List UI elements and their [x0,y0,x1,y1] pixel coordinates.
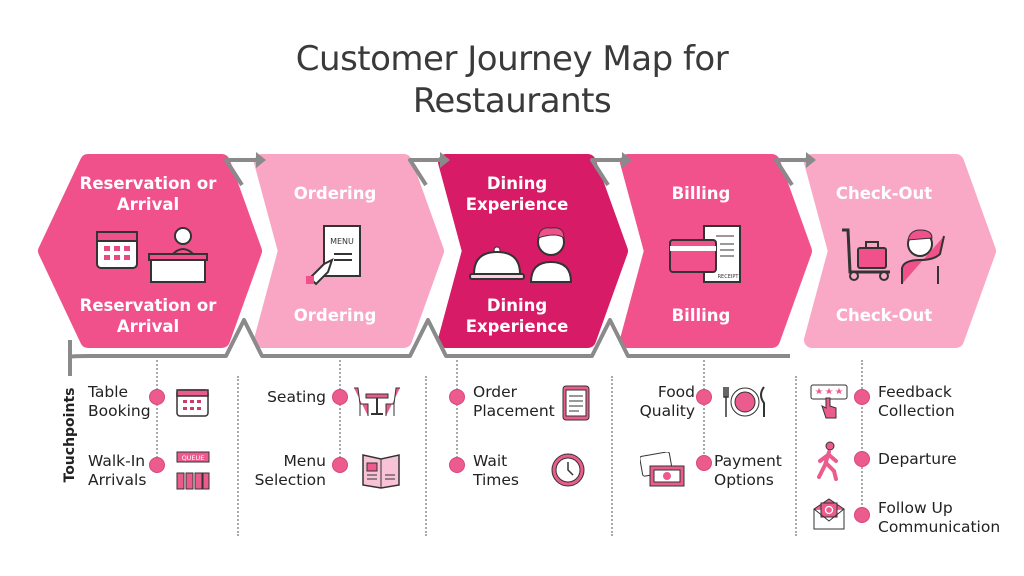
touchpoint-dot [854,451,870,467]
touchpoint-dot [332,457,348,473]
touchpoint-walk-in-arrivals: Walk-In Arrivals [88,452,147,489]
timeline-line [456,360,458,470]
timeline-line [339,360,341,470]
stage-1-title: Reservation or Arrival [79,174,217,214]
touchpoint-dot [449,457,465,473]
clock-icon [551,453,585,487]
page-title: Customer Journey Map for Restaurants [0,38,1024,122]
diner-icon [529,227,573,283]
touchpoint-dot [149,457,165,473]
touchpoint-food-quality: Food Quality [639,383,695,420]
touchpoint-payment-options: Payment Options [714,452,782,489]
timeline-line [703,360,705,466]
luggage-cart-icon [842,228,890,281]
touchpoint-order-placement: Order Placement [473,383,555,420]
touchpoint-dot [149,389,165,405]
plate-icon [723,386,765,417]
cloche-icon [469,246,525,280]
touchpoint-follow-up-communication: Follow Up Communication [878,499,1001,536]
receptionist-icon [148,227,208,283]
walking-icon [817,441,838,481]
stage-3-title: Dining Experience [465,174,569,214]
touchpoint-dot [854,389,870,405]
waving-person-icon [901,229,945,284]
column-divider [611,376,613,536]
stage-1-subtitle: Reservation or Arrival [79,296,217,336]
rating-icon [810,384,848,419]
touchpoint-departure: Departure [878,450,957,468]
receipt-icon-text: RECEIPT [718,274,740,280]
touchpoints-label: Touchpoints [62,387,78,483]
queue-icon: QUEUE [176,451,210,490]
stage-2-title: Ordering [293,184,377,203]
connector-arrows [68,152,816,376]
queue-icon-text: QUEUE [182,454,205,462]
email-icon [813,498,845,530]
touchpoint-menu-selection: Menu Selection [254,452,326,489]
credit-card-icon: RECEIPT [669,225,741,283]
column-divider [425,376,427,536]
stage-3-subtitle: Dining Experience [465,296,569,336]
clipboard-icon [562,385,590,421]
stage-3-shape [438,154,628,348]
stage-2-subtitle: Ordering [293,306,377,325]
stage-4-subtitle: Billing [671,306,731,325]
open-menu-icon [362,454,400,489]
stage-5-title: Check-Out [835,184,933,203]
column-divider [795,376,797,536]
stage-1-shape [38,154,262,348]
touchpoint-wait-times: Wait Times [473,452,520,489]
column-divider [237,376,239,536]
calendar-icon [176,389,209,417]
touchpoint-dot [854,507,870,523]
stage-5-subtitle: Check-Out [835,306,933,325]
stage-4-title: Billing [671,184,731,203]
title-line-1: Customer Journey Map for [295,39,729,79]
timeline-line [156,360,158,470]
touchpoint-dot [332,389,348,405]
touchpoint-table-booking: Table Booking [88,383,151,420]
touchpoint-feedback-collection: Feedback Collection [878,383,955,420]
cash-card-icon [640,452,685,487]
table-chairs-icon [354,387,400,416]
stage-5-shape [804,154,996,348]
menu-icon: MENU [306,225,361,286]
touchpoint-dot [696,389,712,405]
touchpoint-dot [449,389,465,405]
timeline-line [861,360,863,516]
menu-icon-text: MENU [330,237,354,246]
touchpoint-seating: Seating [267,388,326,406]
touchpoint-dot [696,455,712,471]
calendar-icon [96,231,138,269]
title-line-2: Restaurants [412,81,612,121]
